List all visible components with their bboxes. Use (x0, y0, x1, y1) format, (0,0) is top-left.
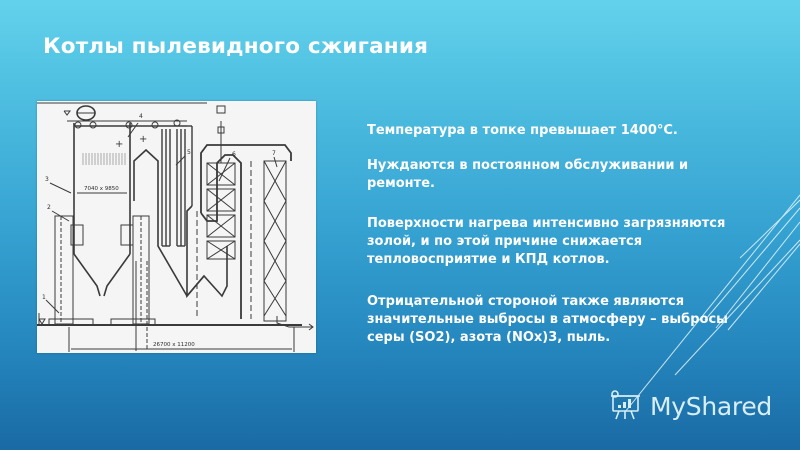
callout-3: 3 (45, 176, 49, 183)
boiler-schematic-image: + + (37, 102, 314, 352)
svg-text:+: + (139, 134, 147, 145)
bullet-ash-contamination: Поверхности нагрева интенсивно загрязняю… (367, 216, 726, 267)
callout-6: 6 (232, 151, 236, 158)
myshared-label: MyShared (650, 391, 772, 421)
presentation-board-icon (611, 390, 640, 420)
boiler-diagram: + + (37, 101, 316, 353)
bullet-maintenance: Нуждаются в постоянном обслуживании и ре… (367, 158, 689, 191)
myshared-watermark[interactable]: MyShared (608, 388, 772, 424)
callout-1: 1 (42, 294, 46, 301)
callout-2: 2 (47, 204, 51, 211)
bullet-emissions: Отрицательной стороной также являются зн… (367, 294, 728, 345)
bullet-temperature: Температура в топке превышает 1400°С. (367, 123, 678, 138)
overall-dimension-label: 26700 x 11200 (153, 342, 195, 348)
slide-title: Котлы пылевидного сжигания (43, 34, 429, 59)
furnace-dimension-label: 7040 x 9850 (84, 186, 119, 192)
callout-7: 7 (272, 150, 276, 157)
svg-text:+: + (115, 139, 123, 150)
callout-5: 5 (187, 149, 191, 156)
callout-4: 4 (139, 113, 143, 120)
